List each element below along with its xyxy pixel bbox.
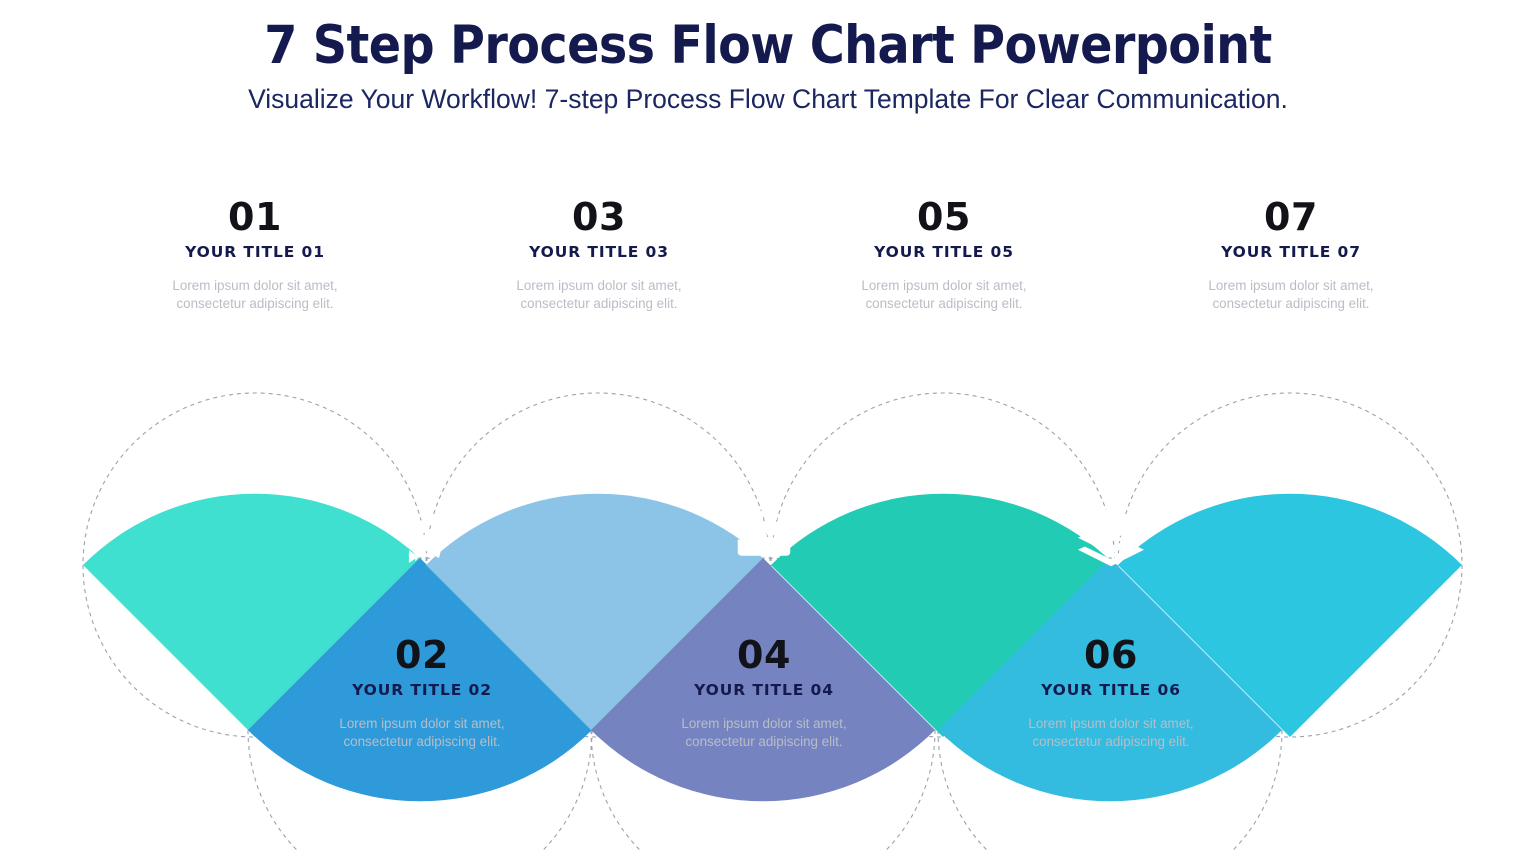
slide-header: 7 Step Process Flow Chart Powerpoint Vis… [0,0,1536,116]
step-wedge-6[interactable] [938,558,1282,802]
page-title: 7 Step Process Flow Chart Powerpoint [264,15,1272,76]
page-subtitle: Visualize Your Workflow! 7-step Process … [248,84,1288,115]
step-wedge-4[interactable] [591,558,935,802]
process-flow-diagram: 01 YOUR TITLE 01 Lorem ipsum dolor sit a… [0,150,1536,850]
step-wedge-2[interactable] [248,558,592,802]
step-wedge-7[interactable] [1118,493,1462,737]
step-wedge-5[interactable] [771,493,1115,737]
petal-shapes-layer [82,392,1463,850]
step-wedge-3[interactable] [426,493,770,737]
step-wedge-1[interactable] [83,493,427,737]
